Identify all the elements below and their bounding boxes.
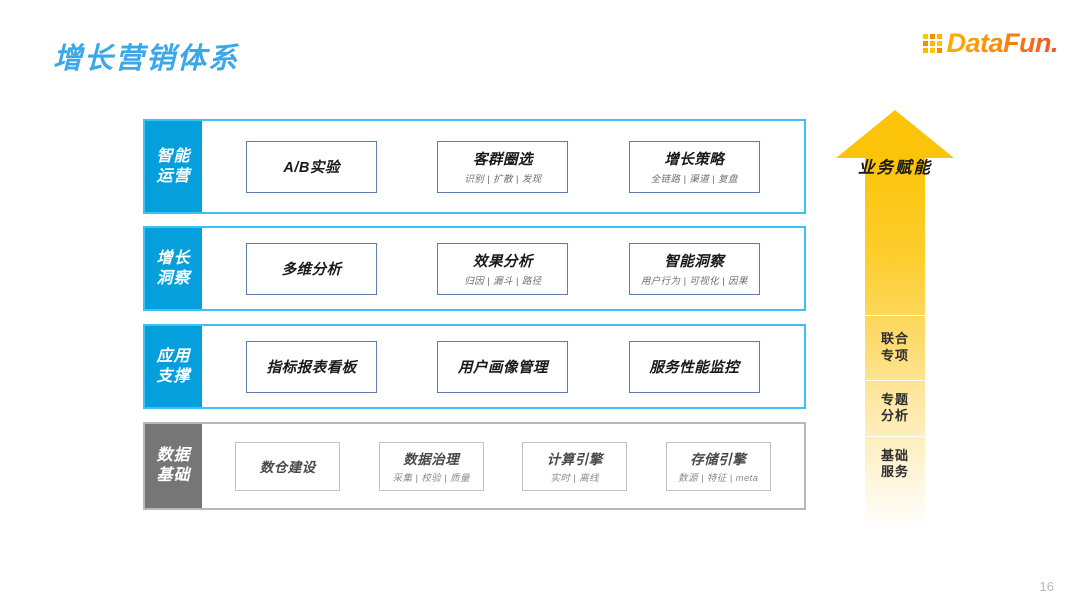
layer-cards-data-foundation: 数仓建设 数据治理 采集 | 校验 | 质量 计算引擎 实时 | 离线 存储引擎… [202, 424, 804, 508]
capability-card-title: 增长策略 [664, 152, 725, 168]
capability-card[interactable]: 服务性能监控 [628, 340, 760, 393]
capability-card[interactable]: 多维分析 [246, 242, 378, 295]
arrow-segment-line: 专题 [880, 391, 909, 407]
capability-card[interactable]: A/B实验 [246, 140, 378, 193]
capability-card[interactable]: 数据治理 采集 | 校验 | 质量 [378, 441, 484, 491]
capability-card[interactable]: 存储引擎 数源 | 特征 | meta [665, 441, 771, 491]
capability-card-title: 数仓建设 [259, 460, 316, 475]
capability-card-subtitle: 全链路 | 渠道 | 复盘 [650, 174, 738, 185]
capability-card-title: 服务性能监控 [649, 360, 740, 376]
layer-row-application-support: 应用 支撑 指标报表看板 用户画像管理 服务性能监控 [143, 324, 806, 409]
page-title: 增长营销体系 [53, 43, 240, 75]
capability-card[interactable]: 计算引擎 实时 | 离线 [522, 441, 628, 491]
arrow-segment-line: 基础 [880, 447, 909, 463]
arrow-segment-line: 联合 [880, 331, 909, 347]
arrow-label: 业务赋能 [858, 159, 932, 177]
layer-label-line: 增长 [156, 249, 191, 267]
layer-cards-smart-operations: A/B实验 客群圈选 识别 | 扩散 | 发现 增长策略 全链路 | 渠道 | … [202, 121, 804, 212]
layer-cards-growth-insight: 多维分析 效果分析 归因 | 漏斗 | 路径 智能洞察 用户行为 | 可视化 |… [202, 228, 804, 309]
layer-label-line: 应用 [156, 347, 191, 365]
layer-label-line: 智能 [156, 147, 191, 165]
capability-card[interactable]: 效果分析 归因 | 漏斗 | 路径 [437, 242, 569, 295]
layer-row-smart-operations: 智能 运营 A/B实验 客群圈选 识别 | 扩散 | 发现 增长策略 全链路 |… [143, 119, 806, 214]
capability-card-subtitle: 归因 | 漏斗 | 路径 [464, 276, 542, 287]
arrow-segment-basic-service[interactable]: 基础 服务 [865, 436, 925, 491]
arrow-segment-line: 服务 [880, 464, 909, 479]
layer-label-line: 基础 [156, 467, 191, 484]
layer-label-application-support: 应用 支撑 [145, 326, 202, 407]
arrow-segment-line: 分析 [880, 408, 909, 423]
layer-label-data-foundation: 数据 基础 [145, 424, 202, 508]
capability-card-title: 效果分析 [472, 254, 533, 270]
layer-label-smart-operations: 智能 运营 [145, 121, 202, 212]
arrow-up-icon [836, 110, 954, 158]
capability-card-title: 计算引擎 [546, 452, 603, 467]
layer-row-growth-insight: 增长 洞察 多维分析 效果分析 归因 | 漏斗 | 路径 智能洞察 用户行为 |… [143, 226, 806, 311]
page-number: 16 [1039, 579, 1054, 594]
capability-card-subtitle: 识别 | 扩散 | 发现 [464, 174, 542, 185]
capability-card-title: 智能洞察 [664, 254, 725, 270]
capability-card-title: 客群圈选 [472, 152, 533, 168]
capability-card[interactable]: 智能洞察 用户行为 | 可视化 | 因果 [628, 242, 760, 295]
layer-label-line: 洞察 [156, 269, 191, 287]
capability-card-title: 存储引擎 [690, 452, 747, 467]
capability-card[interactable]: 客群圈选 识别 | 扩散 | 发现 [437, 140, 569, 193]
capability-card-subtitle: 数源 | 特征 | meta [678, 473, 759, 484]
layer-row-data-foundation: 数据 基础 数仓建设 数据治理 采集 | 校验 | 质量 计算引擎 实时 | 离… [143, 422, 806, 510]
datafun-logo: DataFun. [923, 28, 1058, 59]
capability-card-title: 多维分析 [281, 262, 342, 278]
capability-card[interactable]: 增长策略 全链路 | 渠道 | 复盘 [628, 140, 760, 193]
arrow-segment-topic-analysis[interactable]: 专题 分析 [865, 380, 925, 435]
capability-card-subtitle: 用户行为 | 可视化 | 因果 [640, 276, 748, 287]
layer-cards-application-support: 指标报表看板 用户画像管理 服务性能监控 [202, 326, 804, 407]
arrow-shaft [865, 157, 925, 522]
capability-card-title: 数据治理 [403, 452, 460, 467]
layer-label-line: 数据 [156, 447, 191, 464]
layer-label-line: 运营 [156, 167, 191, 185]
layer-label-line: 支撑 [156, 367, 191, 385]
capability-card[interactable]: 指标报表看板 [246, 340, 378, 393]
datafun-dots-icon [923, 34, 943, 53]
capability-card-title: A/B实验 [283, 160, 340, 176]
capability-card[interactable]: 用户画像管理 [437, 340, 569, 393]
capability-card-subtitle: 实时 | 离线 [550, 473, 600, 484]
arrow-segment-joint-project[interactable]: 联合 专项 [865, 315, 925, 379]
business-empowerment-arrow: 业务赋能 联合 专项 专题 分析 基础 服务 [836, 110, 954, 522]
capability-card-title: 用户画像管理 [457, 360, 548, 376]
capability-card-subtitle: 采集 | 校验 | 质量 [392, 473, 470, 484]
arrow-segment-line: 专项 [880, 347, 909, 363]
datafun-logo-text: DataFun. [946, 28, 1058, 58]
capability-card-title: 指标报表看板 [266, 360, 357, 376]
layer-label-growth-insight: 增长 洞察 [145, 228, 202, 309]
capability-card[interactable]: 数仓建设 [235, 441, 341, 491]
